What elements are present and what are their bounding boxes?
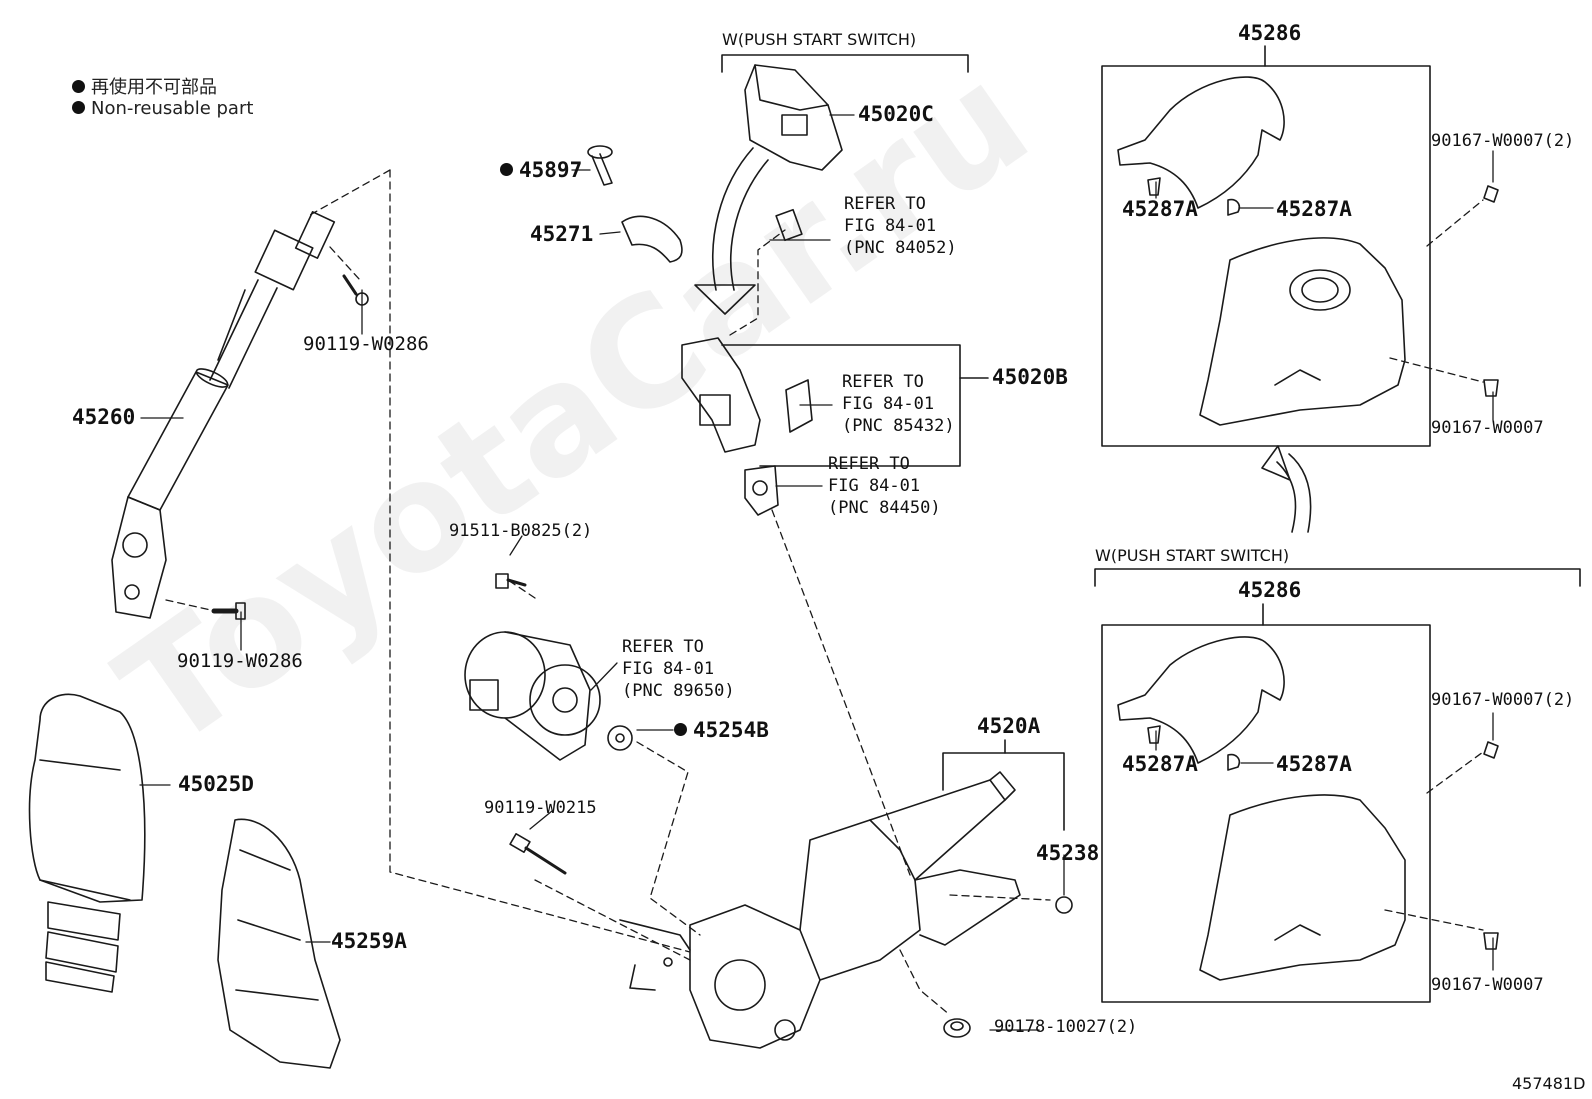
part-label-45020C[interactable]: 45020C <box>858 102 934 126</box>
part-pnc-85432 <box>785 379 813 433</box>
part-45271 <box>621 215 683 263</box>
legend-text-en: Non-reusable part <box>91 98 254 119</box>
part-45025D-boot <box>28 693 146 993</box>
part-label-45287A-4[interactable]: 45287A <box>1276 752 1352 776</box>
bolt-91511-b0825 <box>495 573 527 589</box>
part-label-45020B[interactable]: 45020B <box>992 365 1068 389</box>
bolt-90119-w0215 <box>509 833 567 875</box>
arrow-to-cover <box>1261 445 1312 533</box>
part-45020C <box>744 64 843 171</box>
part-label-90167-w0007-b[interactable]: 90167-W0007 <box>1431 975 1544 995</box>
arrow-to-switch <box>694 147 769 315</box>
part-45286-upper-cover-top <box>1117 76 1285 209</box>
non-reusable-dot-icon <box>674 722 687 736</box>
group-box-bottom-45286 <box>1101 624 1431 1003</box>
part-label-45260[interactable]: 45260 <box>72 405 136 429</box>
refer-note-pnc-85432[interactable]: REFER TO FIG 84-01 (PNC 85432) <box>842 372 955 436</box>
part-label-90119-w0286-a[interactable]: 90119-W0286 <box>303 333 429 355</box>
legend-text-jp: 再使用不可部品 <box>91 77 217 98</box>
part-label-4520A[interactable]: 4520A <box>977 714 1041 738</box>
part-label-45287A-2[interactable]: 45287A <box>1276 197 1352 221</box>
clip-45287A-top <box>1147 177 1241 216</box>
part-45259A-cover <box>217 818 341 1069</box>
non-reusable-dot-icon <box>72 79 85 93</box>
part-pnc-89650-motor <box>464 631 601 761</box>
screw-90167-w0007-top <box>1483 185 1499 397</box>
part-label-45287A-1[interactable]: 45287A <box>1122 197 1198 221</box>
diagram-id: 457481D <box>1512 1074 1586 1093</box>
part-label-91511-b0825[interactable]: 91511-B0825(2) <box>449 521 593 541</box>
bracket-4520A <box>942 739 1065 831</box>
bolt-90119-w0286-b <box>211 602 246 620</box>
part-45897-screw <box>587 145 613 186</box>
part-label-90167-w0007-a[interactable]: 90167-W0007 <box>1431 418 1544 438</box>
part-label-45259A[interactable]: 45259A <box>331 929 407 953</box>
part-label-90167-w0007-2b[interactable]: 90167-W0007(2) <box>1431 690 1575 710</box>
part-label-45254B[interactable]: 45254B <box>674 720 769 741</box>
part-pnc-84052 <box>775 208 803 242</box>
part-45286-upper-cover-bottom <box>1117 636 1285 764</box>
part-label-90178-10027[interactable]: 90178-10027(2) <box>994 1017 1138 1037</box>
screw-90167-w0007-bottom <box>1483 741 1499 950</box>
refer-note-pnc-89650[interactable]: REFER TO FIG 84-01 (PNC 89650) <box>622 637 735 701</box>
refer-note-pnc-84052[interactable]: REFER TO FIG 84-01 (PNC 84052) <box>844 194 957 258</box>
part-label-45286-bottom[interactable]: 45286 <box>1238 578 1302 602</box>
part-label-45271[interactable]: 45271 <box>530 222 594 246</box>
group-box-top-45286 <box>1101 45 1431 447</box>
part-number: 45254B <box>693 718 769 742</box>
bracket-45020B <box>721 344 989 467</box>
legend-item-en: Non-reusable part <box>72 98 253 119</box>
non-reusable-dot-icon <box>500 162 513 176</box>
clip-45287A-bottom <box>1147 725 1241 771</box>
part-4520A-column <box>619 771 1021 1049</box>
legend-item-jp: 再使用不可部品 <box>72 73 217 99</box>
refer-note-pnc-84450[interactable]: REFER TO FIG 84-01 (PNC 84450) <box>828 454 941 518</box>
part-label-45287A-3[interactable]: 45287A <box>1122 752 1198 776</box>
group-label-push-start-right: W(PUSH START SWITCH) <box>1095 546 1290 565</box>
part-label-90119-w0286-b[interactable]: 90119-W0286 <box>177 650 303 672</box>
part-90178-10027-clip <box>943 1018 971 1038</box>
part-label-90167-w0007-2a[interactable]: 90167-W0007(2) <box>1431 131 1575 151</box>
group-bracket-top <box>721 54 969 73</box>
part-label-45286-top[interactable]: 45286 <box>1238 21 1302 45</box>
part-label-45238[interactable]: 45238 <box>1036 841 1100 865</box>
group-label-push-start-top: W(PUSH START SWITCH) <box>722 30 917 49</box>
part-45286-lower-cover-top <box>1199 237 1406 426</box>
part-45260-shaft <box>111 211 336 619</box>
non-reusable-dot-icon <box>72 100 85 114</box>
part-45286-lower-cover-bottom <box>1199 794 1406 981</box>
part-45254B-gear <box>607 725 633 751</box>
part-45020B-lock <box>681 337 761 453</box>
leader-lines <box>139 114 1494 1031</box>
part-number: 45897 <box>519 158 583 182</box>
part-45238-nut <box>1055 896 1073 914</box>
bolt-90119-w0286-a <box>342 274 369 306</box>
part-label-45025D[interactable]: 45025D <box>178 772 254 796</box>
part-label-90119-w0215[interactable]: 90119-W0215 <box>484 798 597 818</box>
part-label-45897[interactable]: 45897 <box>500 160 582 181</box>
part-pnc-84450 <box>744 465 779 516</box>
group-bracket-right <box>1094 568 1581 626</box>
